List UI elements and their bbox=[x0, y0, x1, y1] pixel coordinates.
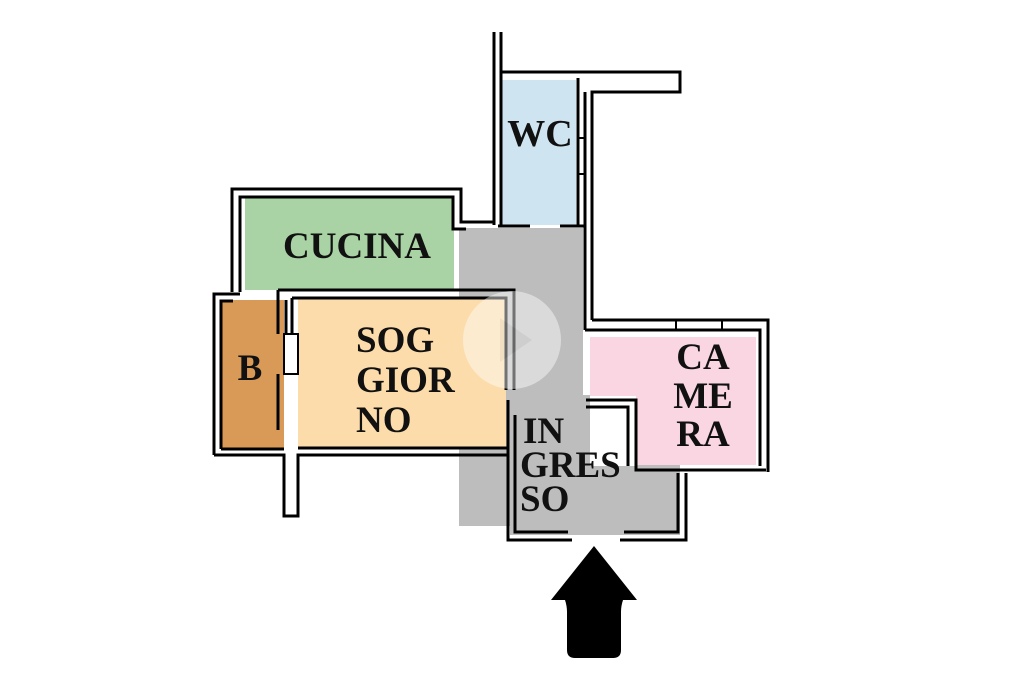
entrance-arrow-icon bbox=[551, 546, 637, 658]
bagno-fill bbox=[222, 300, 284, 448]
wc-label: WC bbox=[507, 113, 572, 155]
bagno-label: B bbox=[238, 348, 263, 389]
ingresso-label: IN GRES SO bbox=[520, 411, 621, 520]
walls bbox=[212, 32, 770, 542]
camera-label-line: RA bbox=[676, 414, 730, 455]
wc-fill bbox=[502, 80, 576, 225]
soggiorno-label: SOG GIOR NO bbox=[356, 320, 456, 441]
camera-label-line: CA bbox=[676, 337, 730, 378]
camera-label: CA ME RA bbox=[673, 337, 733, 455]
ingresso-label-line: IN bbox=[523, 411, 564, 452]
ingresso-label-line: GRES bbox=[520, 445, 621, 486]
play-icon bbox=[500, 318, 532, 362]
cucina-label: CUCINA bbox=[283, 226, 431, 267]
soggiorno-fill bbox=[298, 298, 506, 448]
soggiorno-label-line: GIOR bbox=[356, 360, 456, 401]
play-button[interactable] bbox=[463, 291, 561, 389]
ingresso-label-line: SO bbox=[520, 479, 569, 520]
camera-label-line: ME bbox=[673, 376, 733, 417]
cucina-fill bbox=[245, 198, 454, 290]
play-button-circle bbox=[463, 291, 561, 389]
soggiorno-label-line: NO bbox=[356, 400, 412, 441]
soggiorno-label-line: SOG bbox=[356, 320, 434, 361]
